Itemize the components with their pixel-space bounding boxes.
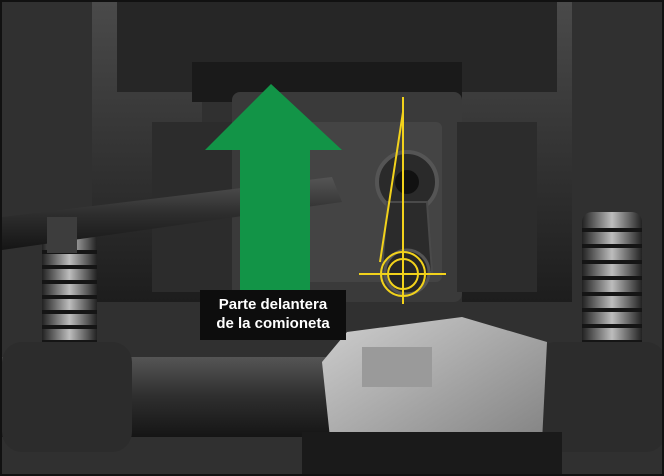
front-direction-label: Parte delantera de la comioneta bbox=[200, 290, 346, 340]
shock-right bbox=[582, 212, 642, 372]
front-axle bbox=[2, 317, 662, 474]
label-line-1: Parte delantera bbox=[218, 296, 328, 313]
label-line-2: de la comioneta bbox=[216, 315, 330, 332]
